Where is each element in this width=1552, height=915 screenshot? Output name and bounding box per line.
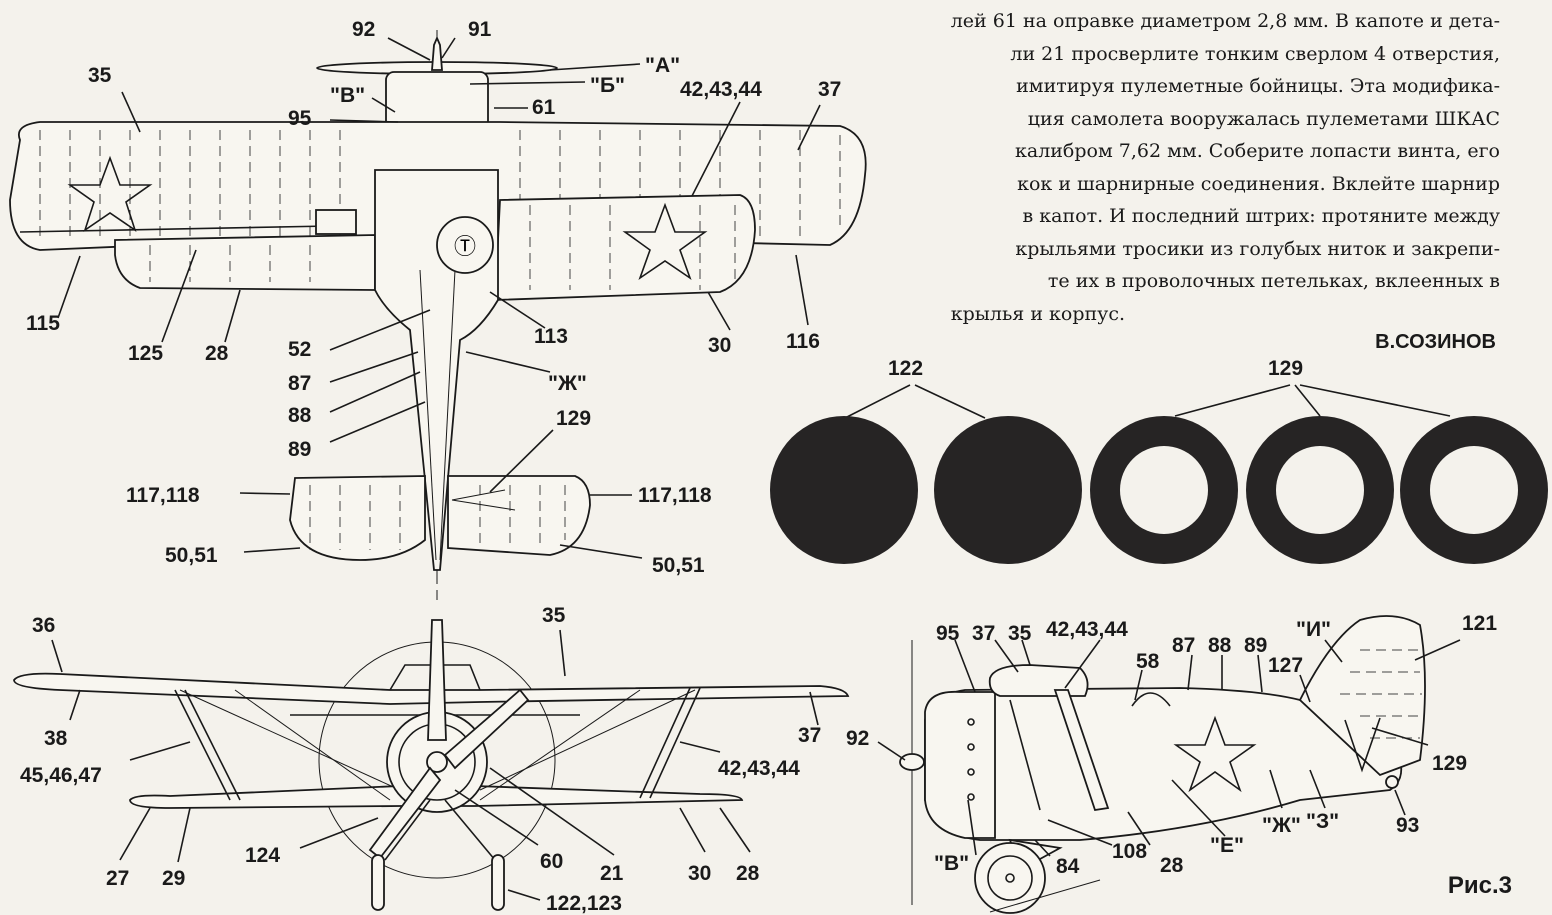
front-callout-124: 124	[245, 844, 280, 867]
callout-95: 95	[288, 107, 312, 130]
side-callout-92: 92	[846, 727, 869, 750]
callout-88: 88	[288, 404, 312, 427]
article-line: ция самолета вооружалась пулеметами ШКАС	[1027, 107, 1500, 130]
callout-129: 129	[556, 407, 591, 430]
side-callout-87: 87	[1172, 634, 1195, 657]
callout-116: 116	[786, 330, 820, 353]
callout-v: "В"	[330, 84, 365, 107]
roundel-solid-1	[770, 416, 918, 564]
callout-b: "Б"	[590, 74, 625, 97]
callout-87: 87	[288, 372, 311, 395]
side-callout-84: 84	[1056, 855, 1080, 878]
figure-label: Рис.3	[1448, 872, 1512, 899]
article-line: кок и шарнирные соединения. Вклейте шарн…	[1017, 172, 1500, 195]
front-callout-36: 36	[32, 614, 55, 637]
callout-50-51-right: 50,51	[652, 554, 705, 577]
side-callout-95: 95	[936, 622, 960, 645]
callout-122: 122	[888, 357, 923, 380]
callout-115: 115	[26, 312, 60, 335]
top-view-callouts: 92 91 "А" "Б" "В" 61 35 95 42,43,44 37 1…	[26, 18, 841, 577]
article-line: имитируя пулеметные бойницы. Эта модифик…	[1016, 75, 1500, 97]
front-callout-27: 27	[106, 867, 129, 890]
side-callout-28: 28	[1160, 854, 1184, 877]
front-callout-60: 60	[540, 850, 563, 873]
callout-89: 89	[288, 438, 311, 461]
callout-117-118-left: 117,118	[126, 484, 200, 507]
callout-61: 61	[532, 96, 556, 119]
side-callout-58: 58	[1136, 650, 1160, 673]
front-callout-28: 28	[736, 862, 760, 885]
side-view	[899, 615, 1426, 914]
side-callout-e: "Е"	[1210, 834, 1244, 857]
side-callout-129: 129	[1432, 752, 1467, 775]
front-view	[13, 619, 850, 911]
side-callout-89: 89	[1244, 634, 1267, 657]
roundels: В.СОЗИНОВ 122 129	[770, 331, 1548, 564]
side-callout-108: 108	[1112, 840, 1147, 863]
callout-125: 125	[128, 342, 163, 365]
roundel-solid-2	[934, 416, 1082, 564]
front-callout-122-123: 122,123	[546, 892, 622, 915]
article-line: лей 61 на оправке диаметром 2,8 мм. В ка…	[950, 10, 1500, 32]
front-callout-38: 38	[44, 727, 68, 750]
side-callout-37: 37	[972, 622, 995, 645]
article-line: крыльями тросики из голубых ниток и закр…	[1015, 237, 1500, 260]
callout-117-118-right: 117,118	[638, 484, 712, 507]
top-view: Ⓣ	[9, 30, 867, 600]
article-line: крылья и корпус.	[950, 302, 1126, 325]
callout-a: "А"	[645, 54, 680, 77]
front-callout-30: 30	[688, 862, 711, 885]
side-callout-v: "В"	[934, 852, 969, 875]
front-callout-29: 29	[162, 867, 185, 890]
callout-28: 28	[205, 342, 229, 365]
front-callout-42-43-44: 42,43,44	[718, 757, 800, 780]
callout-35: 35	[88, 64, 112, 87]
callout-30: 30	[708, 334, 731, 357]
article-line: ли 21 просверлите тонким сверлом 4 отвер…	[1010, 42, 1500, 65]
article-line: калибром 7,62 мм. Соберите лопасти винта…	[1015, 140, 1500, 162]
callout-52: 52	[288, 338, 311, 361]
front-callout-37: 37	[798, 724, 821, 747]
callout-50-51-left: 50,51	[165, 544, 218, 567]
callout-92: 92	[352, 18, 375, 41]
side-view-callouts: 95 37 35 42,43,44 58 87 88 89 "И" 121 12…	[846, 612, 1497, 878]
side-callout-42-43-44: 42,43,44	[1046, 618, 1128, 641]
front-callout-45-46-47: 45,46,47	[20, 764, 102, 787]
callout-37: 37	[818, 78, 841, 101]
author-name: В.СОЗИНОВ	[1375, 331, 1496, 353]
article-text: лей 61 на оправке диаметром 2,8 мм. В ка…	[951, 5, 1500, 330]
article-line: те их в проволочных петельках, вклеенных…	[1047, 270, 1500, 292]
callout-91: 91	[468, 18, 492, 41]
side-callout-i: "И"	[1296, 618, 1331, 641]
side-callout-88: 88	[1208, 634, 1232, 657]
side-callout-93: 93	[1396, 814, 1419, 837]
side-callout-35: 35	[1008, 622, 1032, 645]
side-callout-z: "З"	[1306, 810, 1339, 833]
callout-113: 113	[534, 325, 568, 348]
front-view-callouts: 36 35 38 45,46,47 37 42,43,44 27 29 124 …	[20, 604, 821, 915]
callout-42-43-44: 42,43,44	[680, 78, 762, 101]
side-callout-zh: "Ж"	[1262, 814, 1301, 837]
side-callout-127: 127	[1268, 654, 1303, 677]
svg-text:Ⓣ: Ⓣ	[454, 234, 476, 259]
callout-zh: "Ж"	[548, 372, 587, 395]
front-callout-35: 35	[542, 604, 566, 627]
front-callout-21: 21	[600, 862, 624, 885]
article-line: в капот. И последний штрих: протяните ме…	[1022, 205, 1500, 227]
side-callout-121: 121	[1462, 612, 1497, 635]
callout-129-roundels: 129	[1268, 357, 1303, 380]
